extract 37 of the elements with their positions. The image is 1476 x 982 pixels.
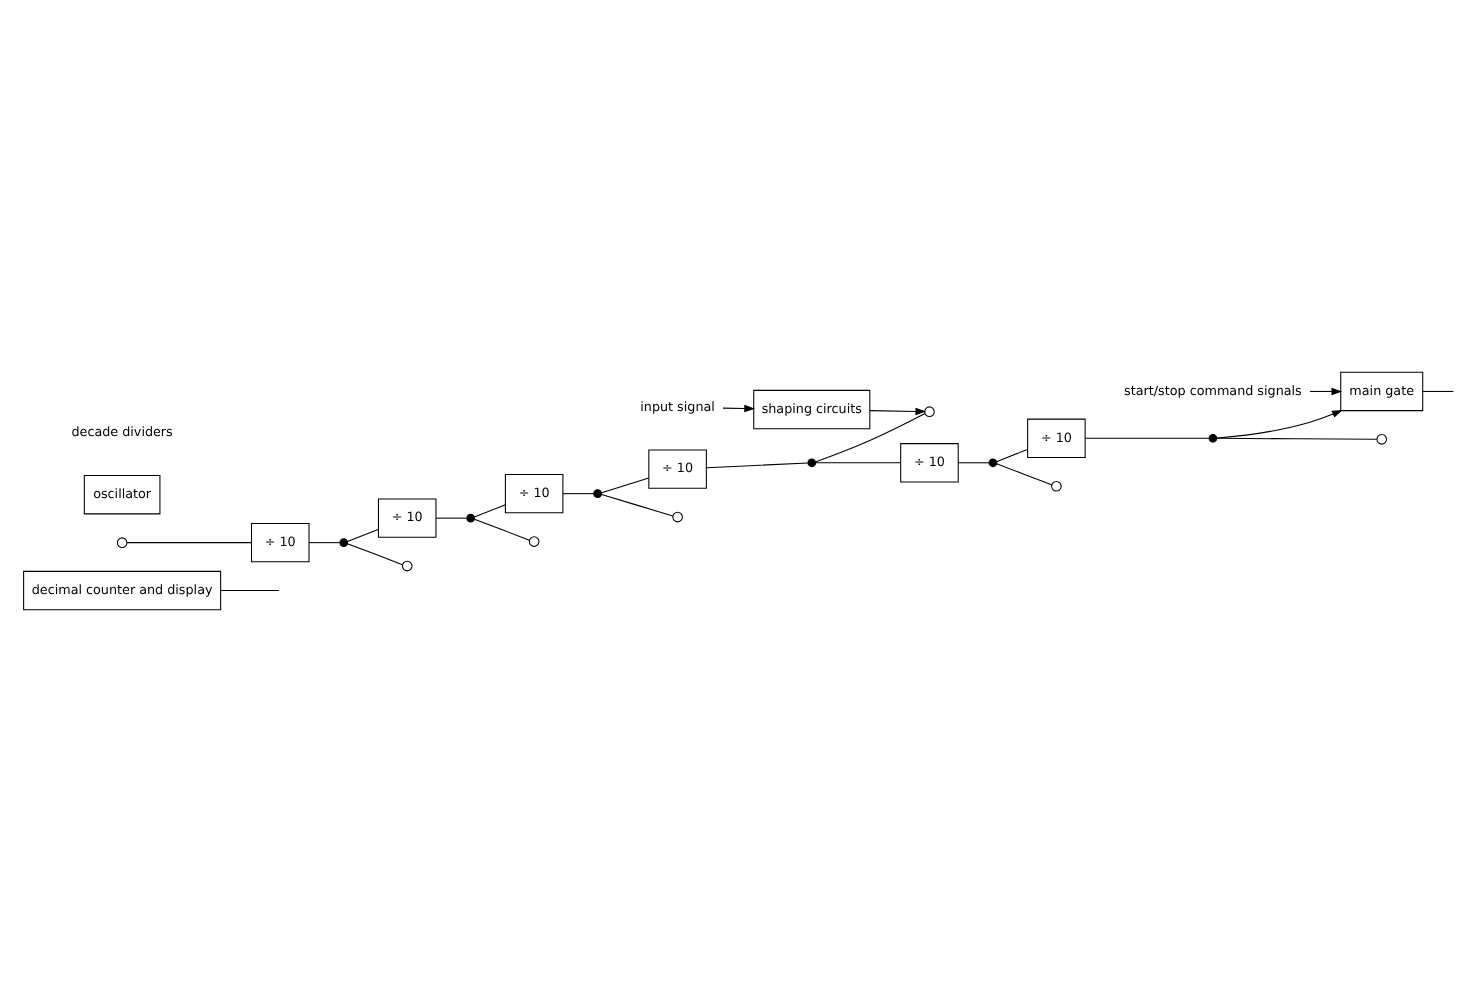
connector [600,477,649,494]
connector [1215,437,1377,440]
node-circle [527,536,539,547]
connector [307,542,340,544]
arrow [868,407,926,416]
node-circle [1050,480,1061,492]
arrow [1215,410,1342,439]
arrow [721,404,754,413]
connector [705,462,808,469]
connector [125,542,251,544]
connector [1421,390,1453,392]
connector [472,518,529,541]
node-circle [671,511,682,523]
connector [434,517,467,519]
connector [1083,437,1209,439]
connector [345,543,402,566]
connector [995,448,1028,463]
node-circle [115,537,127,548]
node-circle [923,406,934,417]
connector [561,493,594,495]
connector [814,462,901,464]
connector [345,528,378,543]
node-dot [1207,433,1217,443]
node-dot [465,513,475,523]
connector [814,412,925,463]
arrow [1308,387,1342,396]
connector [219,590,279,592]
node-dot [806,458,816,468]
connector [472,504,505,518]
connector [956,462,989,464]
node-dot [987,458,997,468]
node-circle [1375,434,1387,445]
connector [995,463,1052,486]
node-circle [400,560,412,572]
connector [600,494,673,517]
node-dot [338,538,348,547]
node-dot [592,489,601,499]
